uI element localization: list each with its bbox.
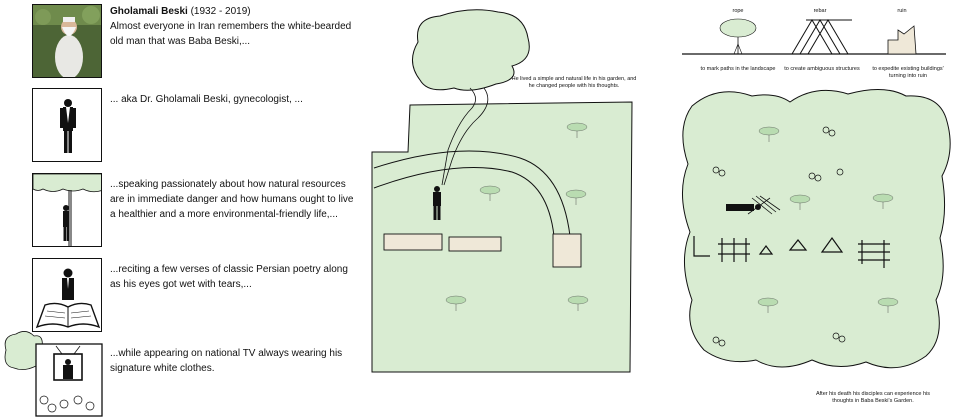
- legend-rope-desc: to mark paths in the landscape: [700, 66, 776, 72]
- figure-reading-book: [35, 268, 101, 329]
- book-panel: [32, 258, 102, 332]
- caption-3-text: ...speaking passionately about how natur…: [110, 179, 354, 220]
- title-name: Gholamali Beski: [110, 6, 188, 17]
- garden-land: [371, 101, 633, 373]
- figure-by-tree: [33, 174, 101, 246]
- tree-panel: [32, 173, 102, 247]
- rope-icon: [719, 18, 757, 55]
- building-1: [383, 233, 443, 251]
- portrait-image: [33, 5, 101, 77]
- caption-2-text: ... aka Dr. Gholamali Beski, gynecologis…: [110, 94, 303, 105]
- map-figure: [433, 186, 441, 220]
- caption-1: Gholamali Beski (1932 - 2019) Almost eve…: [110, 4, 356, 49]
- standing-figure: [60, 99, 76, 153]
- lying-figure: [726, 195, 781, 215]
- garden-annotation: After his death his disciples can experi…: [815, 391, 931, 404]
- building-3: [552, 233, 582, 268]
- disciples: [712, 126, 846, 347]
- figure-panel: [32, 88, 102, 162]
- legend-ruin-name: ruin: [897, 8, 907, 14]
- caption-3: ...speaking passionately about how natur…: [110, 177, 356, 222]
- building-2: [448, 236, 502, 252]
- caption-5-text: ...while appearing on national TV always…: [110, 348, 343, 374]
- garden-trees: [757, 126, 899, 313]
- ruin-icon: [887, 25, 917, 55]
- garden-after: [681, 89, 951, 369]
- caption-2: ... aka Dr. Gholamali Beski, gynecologis…: [110, 92, 350, 107]
- caption-1-text: Almost everyone in Iran remembers the wh…: [110, 21, 352, 47]
- map-annotation: He lived a simple and natural life in hi…: [511, 76, 637, 89]
- legend-rope-name: rope: [732, 8, 744, 14]
- caption-4: ...reciting a few verses of classic Pers…: [110, 262, 356, 292]
- legend-rebar-desc: to create ambiguous structures: [784, 66, 860, 72]
- caption-5: ...while appearing on national TV always…: [110, 346, 356, 376]
- tv-scene: [4, 331, 103, 417]
- legend-ruin-desc: to expedite existing buildings' turning …: [872, 66, 944, 79]
- caption-4-text: ...reciting a few verses of classic Pers…: [110, 264, 348, 290]
- photo-panel: [32, 4, 102, 78]
- legend-rebar-name: rebar: [813, 8, 827, 14]
- garden-structures: [693, 236, 890, 268]
- title-years: (1932 - 2019): [190, 6, 251, 17]
- rebar-icon: [791, 19, 852, 55]
- map-trees: [445, 122, 589, 311]
